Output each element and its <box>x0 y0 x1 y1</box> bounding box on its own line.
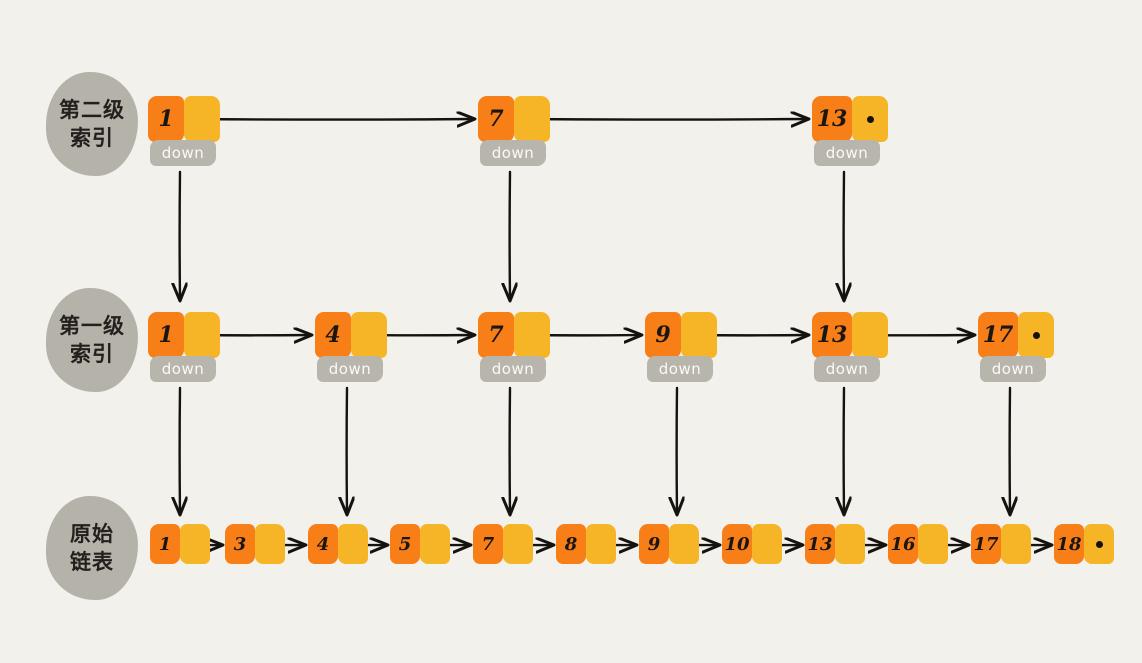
node-next-pointer <box>918 524 948 564</box>
node-level2-7[interactable]: 7 <box>478 96 550 142</box>
row-label-line: 原始 <box>70 521 114 546</box>
node-next-pointer <box>1001 524 1031 564</box>
node-next-pointer <box>184 96 220 142</box>
node-level1-9[interactable]: 9 <box>645 312 717 358</box>
node-next-pointer <box>184 312 220 358</box>
node-null-pointer <box>1084 524 1114 564</box>
node-level1-17[interactable]: 17 <box>978 312 1054 358</box>
node-next-pointer <box>514 312 550 358</box>
row-label-level2: 第二级索引 <box>46 72 138 176</box>
row-label-level1: 第一级索引 <box>46 288 138 392</box>
node-base-13[interactable]: 13 <box>805 524 865 564</box>
node-base-17[interactable]: 17 <box>971 524 1031 564</box>
down-badge-level1-7[interactable]: down <box>480 356 546 382</box>
down-badge-level1-9[interactable]: down <box>647 356 713 382</box>
node-value: 3 <box>225 524 255 564</box>
node-value: 1 <box>148 96 184 142</box>
node-next-pointer <box>503 524 533 564</box>
down-badge-level1-4[interactable]: down <box>317 356 383 382</box>
down-pointer-arrows <box>180 170 1010 514</box>
down-badge-level2-7[interactable]: down <box>480 140 546 166</box>
row-label-base: 原始链表 <box>46 496 138 600</box>
node-next-pointer <box>338 524 368 564</box>
node-next-pointer <box>351 312 387 358</box>
node-base-4[interactable]: 4 <box>308 524 368 564</box>
node-level1-7[interactable]: 7 <box>478 312 550 358</box>
node-next-pointer <box>420 524 450 564</box>
row-label-line: 索引 <box>70 126 114 150</box>
node-null-pointer <box>852 96 888 142</box>
node-next-pointer <box>852 312 888 358</box>
node-value: 1 <box>148 312 184 358</box>
down-badge-level2-13[interactable]: down <box>814 140 880 166</box>
node-next-pointer <box>514 96 550 142</box>
node-next-pointer <box>752 524 782 564</box>
node-value: 16 <box>888 524 918 564</box>
node-base-8[interactable]: 8 <box>556 524 616 564</box>
node-level2-13[interactable]: 13 <box>812 96 888 142</box>
node-value: 4 <box>315 312 351 358</box>
next-arrow-level2-1-to-7 <box>188 119 474 120</box>
down-badge-level1-17[interactable]: down <box>980 356 1046 382</box>
node-next-pointer <box>180 524 210 564</box>
node-value: 1 <box>150 524 180 564</box>
node-base-3[interactable]: 3 <box>225 524 285 564</box>
node-value: 10 <box>722 524 752 564</box>
node-null-pointer <box>1018 312 1054 358</box>
node-value: 9 <box>645 312 681 358</box>
row-label-line: 第一级 <box>59 313 125 338</box>
node-value: 7 <box>478 96 514 142</box>
node-level2-1[interactable]: 1 <box>148 96 220 142</box>
node-value: 4 <box>308 524 338 564</box>
node-level1-1[interactable]: 1 <box>148 312 220 358</box>
node-next-pointer <box>255 524 285 564</box>
row-label-line: 索引 <box>70 342 114 366</box>
down-badge-level1-13[interactable]: down <box>814 356 880 382</box>
down-badge-level2-1[interactable]: down <box>150 140 216 166</box>
next-arrow-level2-7-to-13 <box>518 119 808 120</box>
node-value: 17 <box>971 524 1001 564</box>
node-base-9[interactable]: 9 <box>639 524 699 564</box>
node-base-7[interactable]: 7 <box>473 524 533 564</box>
null-dot-icon <box>1095 540 1103 548</box>
node-next-pointer <box>669 524 699 564</box>
node-value: 7 <box>478 312 514 358</box>
node-value: 18 <box>1054 524 1084 564</box>
down-badge-level1-1[interactable]: down <box>150 356 216 382</box>
node-value: 13 <box>812 312 852 358</box>
node-value: 5 <box>390 524 420 564</box>
null-dot-icon <box>1032 331 1040 339</box>
node-level1-4[interactable]: 4 <box>315 312 387 358</box>
row-label-line: 链表 <box>70 550 114 574</box>
null-dot-icon <box>866 115 874 123</box>
node-value: 9 <box>639 524 669 564</box>
node-value: 17 <box>978 312 1018 358</box>
node-base-10[interactable]: 10 <box>722 524 782 564</box>
node-base-5[interactable]: 5 <box>390 524 450 564</box>
node-next-pointer <box>586 524 616 564</box>
row-label-line: 第二级 <box>59 97 125 122</box>
node-value: 13 <box>812 96 852 142</box>
node-next-pointer <box>681 312 717 358</box>
node-base-1[interactable]: 1 <box>150 524 210 564</box>
node-value: 8 <box>556 524 586 564</box>
node-level1-13[interactable]: 13 <box>812 312 888 358</box>
node-base-16[interactable]: 16 <box>888 524 948 564</box>
node-next-pointer <box>835 524 865 564</box>
node-base-18[interactable]: 18 <box>1054 524 1114 564</box>
node-value: 13 <box>805 524 835 564</box>
node-value: 7 <box>473 524 503 564</box>
